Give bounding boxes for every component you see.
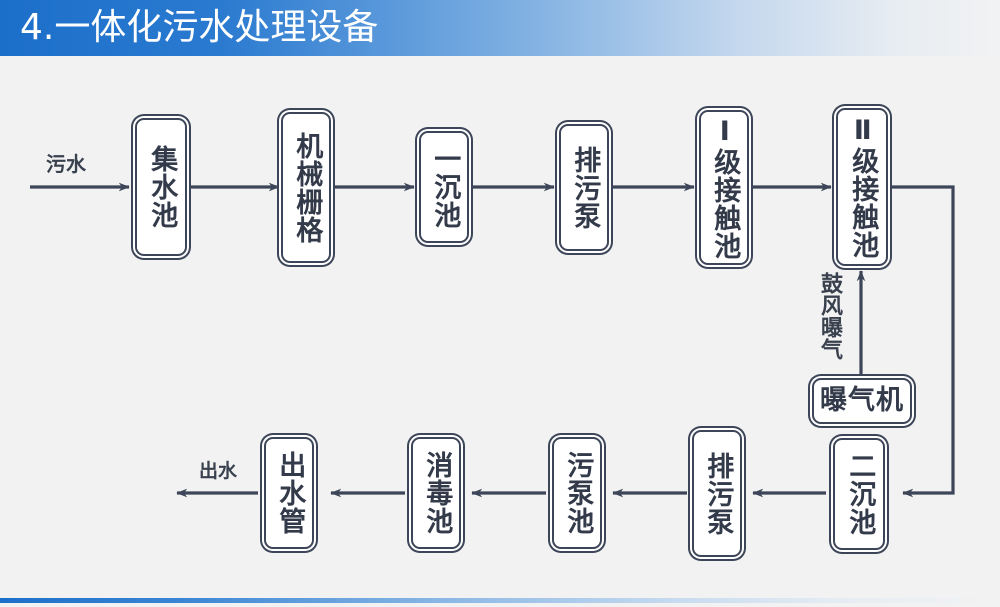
node-label: 出水管 (274, 451, 306, 535)
node-label: 排污泵 (569, 145, 601, 230)
node-wubengchi[interactable]: 污泵池 (552, 437, 602, 549)
node-jishuichi[interactable]: 集水池 (135, 118, 187, 256)
node-jiechuchi2[interactable]: Ⅱ级接触池 (836, 108, 888, 266)
edge-jiechuchi2-erchenchi (892, 185, 955, 498)
process-flow-diagram: 污水 出水 鼓风曝气 集水池 机械栅格 一沉池 排污泵 Ⅰ级接触池 Ⅱ级接触池 … (0, 56, 1000, 598)
node-yichenchi[interactable]: 一沉池 (419, 131, 469, 243)
flow-connectors (30, 182, 955, 498)
node-jixieshange[interactable]: 机械栅格 (281, 112, 331, 263)
node-label: 集水池 (146, 145, 178, 229)
header-bar: 4.一体化污水处理设备 (0, 0, 1000, 56)
node-label: Ⅱ级接触池 (847, 115, 879, 259)
node-puqiji[interactable]: 曝气机 (812, 378, 912, 424)
node-label: 排污泵 (702, 451, 734, 536)
node-label: 曝气机 (820, 384, 904, 416)
node-label: 二沉池 (844, 452, 876, 536)
node-jiechuchi1[interactable]: Ⅰ级接触池 (699, 110, 749, 265)
node-xiaoduchi[interactable]: 消毒池 (411, 437, 461, 549)
node-label: 一沉池 (429, 145, 461, 229)
node-label: 污泵池 (562, 451, 594, 535)
node-label: Ⅰ级接触池 (709, 115, 741, 260)
footer-bar (0, 598, 1000, 603)
inlet-label: 污水 (46, 152, 86, 176)
outlet-label: 出水 (199, 460, 238, 482)
node-paiwubeng2[interactable]: 排污泵 (692, 430, 742, 557)
aeration-label: 鼓风曝气 (817, 272, 842, 360)
node-erchenchi[interactable]: 二沉池 (833, 438, 885, 550)
node-paiwubeng1[interactable]: 排污泵 (559, 124, 609, 251)
page-title: 4.一体化污水处理设备 (20, 7, 379, 48)
node-label: 消毒池 (421, 451, 453, 535)
node-chushuiguan[interactable]: 出水管 (264, 437, 314, 549)
node-label: 机械栅格 (291, 131, 323, 244)
